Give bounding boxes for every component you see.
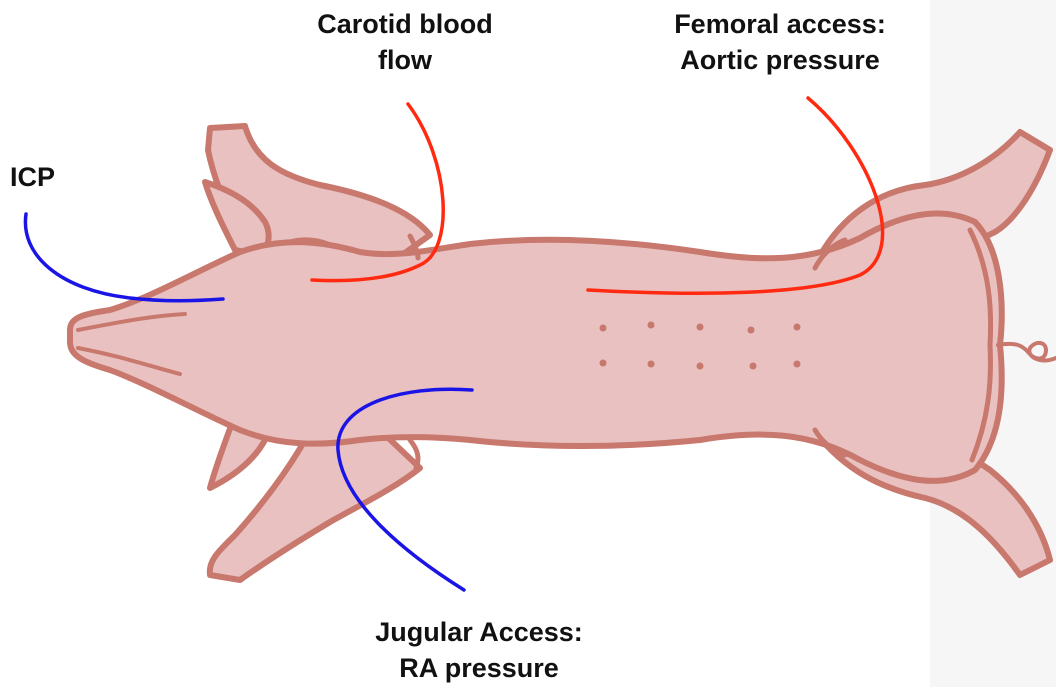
carotid-label-line1: Carotid blood (303, 6, 507, 42)
teat (750, 363, 757, 370)
teat (697, 363, 704, 370)
femoral-label-line1: Femoral access: (650, 6, 910, 42)
pig-body (70, 213, 1002, 480)
jugular-access-label: Jugular Access: RA pressure (344, 614, 614, 686)
teat (600, 325, 607, 332)
carotid-label-line2: flow (303, 42, 507, 78)
pig-illustration (70, 126, 1050, 580)
carotid-blood-flow-label: Carotid blood flow (303, 6, 507, 78)
teat (794, 324, 801, 331)
femoral-label-line2: Aortic pressure (650, 42, 910, 78)
icp-label: ICP (10, 159, 55, 195)
teat (697, 324, 704, 331)
teat (648, 322, 655, 329)
jugular-label-line2: RA pressure (344, 650, 614, 686)
icp-label-text: ICP (10, 159, 55, 195)
teat (648, 361, 655, 368)
teat (600, 360, 607, 367)
jugular-label-line1: Jugular Access: (344, 614, 614, 650)
teat (748, 327, 755, 334)
femoral-access-label: Femoral access: Aortic pressure (650, 6, 910, 78)
teat (794, 361, 801, 368)
